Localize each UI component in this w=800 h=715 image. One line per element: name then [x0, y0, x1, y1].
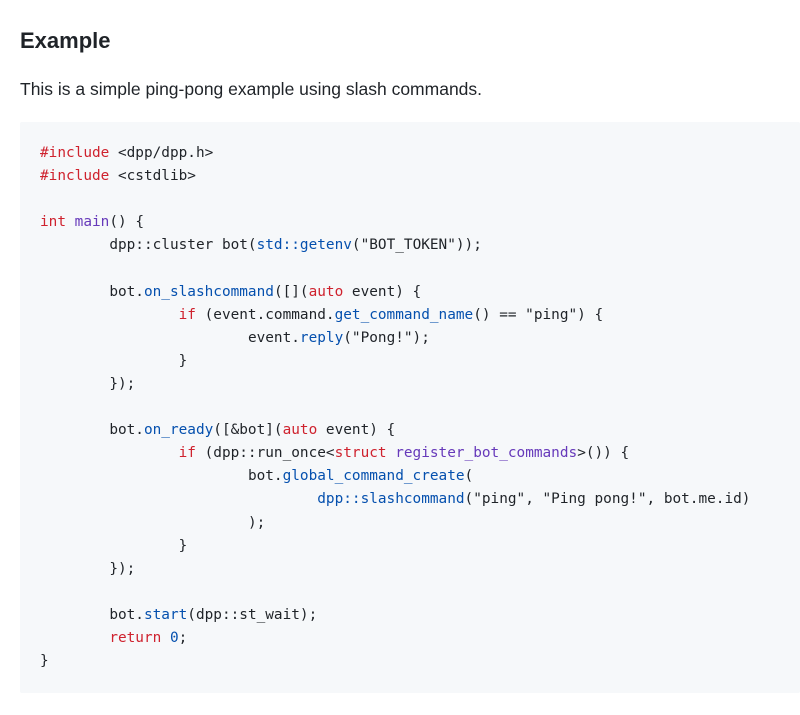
code-line: }: [40, 650, 800, 673]
code-token-function: register_bot_commands: [395, 445, 578, 462]
code-token-method: get_command_name: [334, 306, 474, 323]
code-line: bot.on_slashcommand([](auto event) {: [40, 281, 800, 304]
code-token-keyword: return: [109, 629, 162, 646]
code-line: bot.on_ready([&bot](auto event) {: [40, 419, 800, 442]
code-token-plain: bot.: [40, 468, 283, 485]
code-token-method: on_slashcommand: [143, 283, 274, 300]
code-token-keyword: #include: [40, 145, 110, 161]
code-token-keyword: if: [178, 306, 196, 323]
code-token-function: main: [74, 214, 110, 231]
code-token-method: std::getenv: [256, 237, 352, 254]
code-token-plain: }: [40, 653, 49, 670]
code-line: ​: [40, 257, 800, 280]
code-token-plain: bot.: [40, 422, 144, 439]
code-token-number: 0: [169, 629, 179, 646]
code-token-plain: ([](: [273, 283, 309, 300]
code-line: ​: [40, 188, 800, 211]
code-line: #include <cstdlib>: [40, 165, 800, 188]
code-token-plain: event) {: [343, 283, 422, 300]
code-token-plain: [40, 445, 179, 461]
code-token-plain: ("BOT_TOKEN"));: [351, 237, 482, 254]
code-token-keyword: struct: [334, 445, 387, 462]
code-line: dpp::slashcommand("ping", "Ping pong!", …: [40, 488, 800, 511]
code-line: }: [40, 535, 800, 558]
code-token-plain: (dpp::run_once<: [195, 445, 335, 462]
code-token-plain: });: [40, 375, 136, 392]
code-token-plain: }: [40, 537, 188, 554]
code-line: });: [40, 373, 800, 396]
code-line: ​: [40, 396, 800, 419]
intro-paragraph: This is a simple ping-pong example using…: [20, 79, 483, 99]
code-token-plain: ("ping", "Ping pong!", bot.me.id): [464, 491, 751, 508]
code-content[interactable]: #include <dpp/dpp.h>#include <cstdlib>​i…: [20, 122, 800, 673]
code-token-plain: ("Pong!");: [343, 329, 430, 346]
code-lines: #include <dpp/dpp.h>#include <cstdlib>​i…: [40, 142, 800, 673]
code-token-plain: (dpp::st_wait);: [187, 606, 318, 623]
code-token-plain: (: [464, 468, 474, 485]
code-line: ​: [40, 581, 800, 604]
code-token-method: reply: [299, 329, 344, 346]
code-token-plain: dpp::cluster bot(: [40, 237, 257, 254]
code-line: dpp::cluster bot(std::getenv("BOT_TOKEN"…: [40, 234, 800, 257]
code-line: }: [40, 350, 800, 373]
code-token-plain: );: [40, 514, 266, 531]
code-token-plain: [387, 445, 396, 461]
section-heading: Example: [20, 28, 111, 53]
code-token-keyword: int: [40, 214, 66, 231]
code-token-plain: });: [40, 560, 136, 577]
code-token-method: start: [143, 606, 188, 623]
code-token-keyword: if: [178, 445, 196, 462]
code-token-plain: >()) {: [577, 445, 630, 462]
code-token-plain: event.: [40, 329, 300, 346]
code-token-keyword: #include: [40, 168, 110, 185]
code-token-keyword: auto: [282, 422, 318, 439]
code-token-plain: <dpp/dpp.h>: [109, 145, 214, 161]
code-token-plain: [66, 214, 75, 230]
code-line: return 0;: [40, 627, 800, 650]
code-line: event.reply("Pong!");: [40, 327, 800, 350]
code-token-plain: ([&bot](: [213, 422, 283, 439]
code-line: if (dpp::run_once<struct register_bot_co…: [40, 442, 800, 465]
code-token-plain: [40, 630, 109, 646]
code-token-plain: bot.: [40, 606, 144, 623]
code-line: });: [40, 558, 800, 581]
code-token-plain: event) {: [317, 422, 396, 439]
code-token-method: on_ready: [143, 422, 214, 439]
code-line: #include <dpp/dpp.h>: [40, 142, 800, 165]
code-token-method: global_command_create: [282, 468, 465, 485]
code-line: bot.start(dpp::st_wait);: [40, 604, 800, 627]
code-token-plain: }: [40, 352, 188, 369]
code-line: int main() {: [40, 211, 800, 234]
code-line: );: [40, 512, 800, 535]
code-token-plain: [40, 491, 317, 507]
code-token-plain: <cstdlib>: [109, 168, 196, 185]
code-token-plain: (event.command.: [195, 306, 335, 323]
code-token-plain: () {: [109, 214, 144, 231]
code-block[interactable]: #include <dpp/dpp.h>#include <cstdlib>​i…: [20, 122, 800, 693]
code-token-plain: [161, 630, 170, 646]
code-token-plain: ;: [178, 629, 188, 646]
code-token-method: dpp::slashcommand: [317, 491, 465, 508]
code-token-plain: bot.: [40, 283, 144, 300]
code-line: if (event.command.get_command_name() == …: [40, 304, 800, 327]
code-token-keyword: auto: [308, 283, 344, 300]
code-line: bot.global_command_create(: [40, 465, 800, 488]
code-token-plain: [40, 307, 179, 323]
code-token-plain: () == "ping") {: [473, 306, 604, 323]
